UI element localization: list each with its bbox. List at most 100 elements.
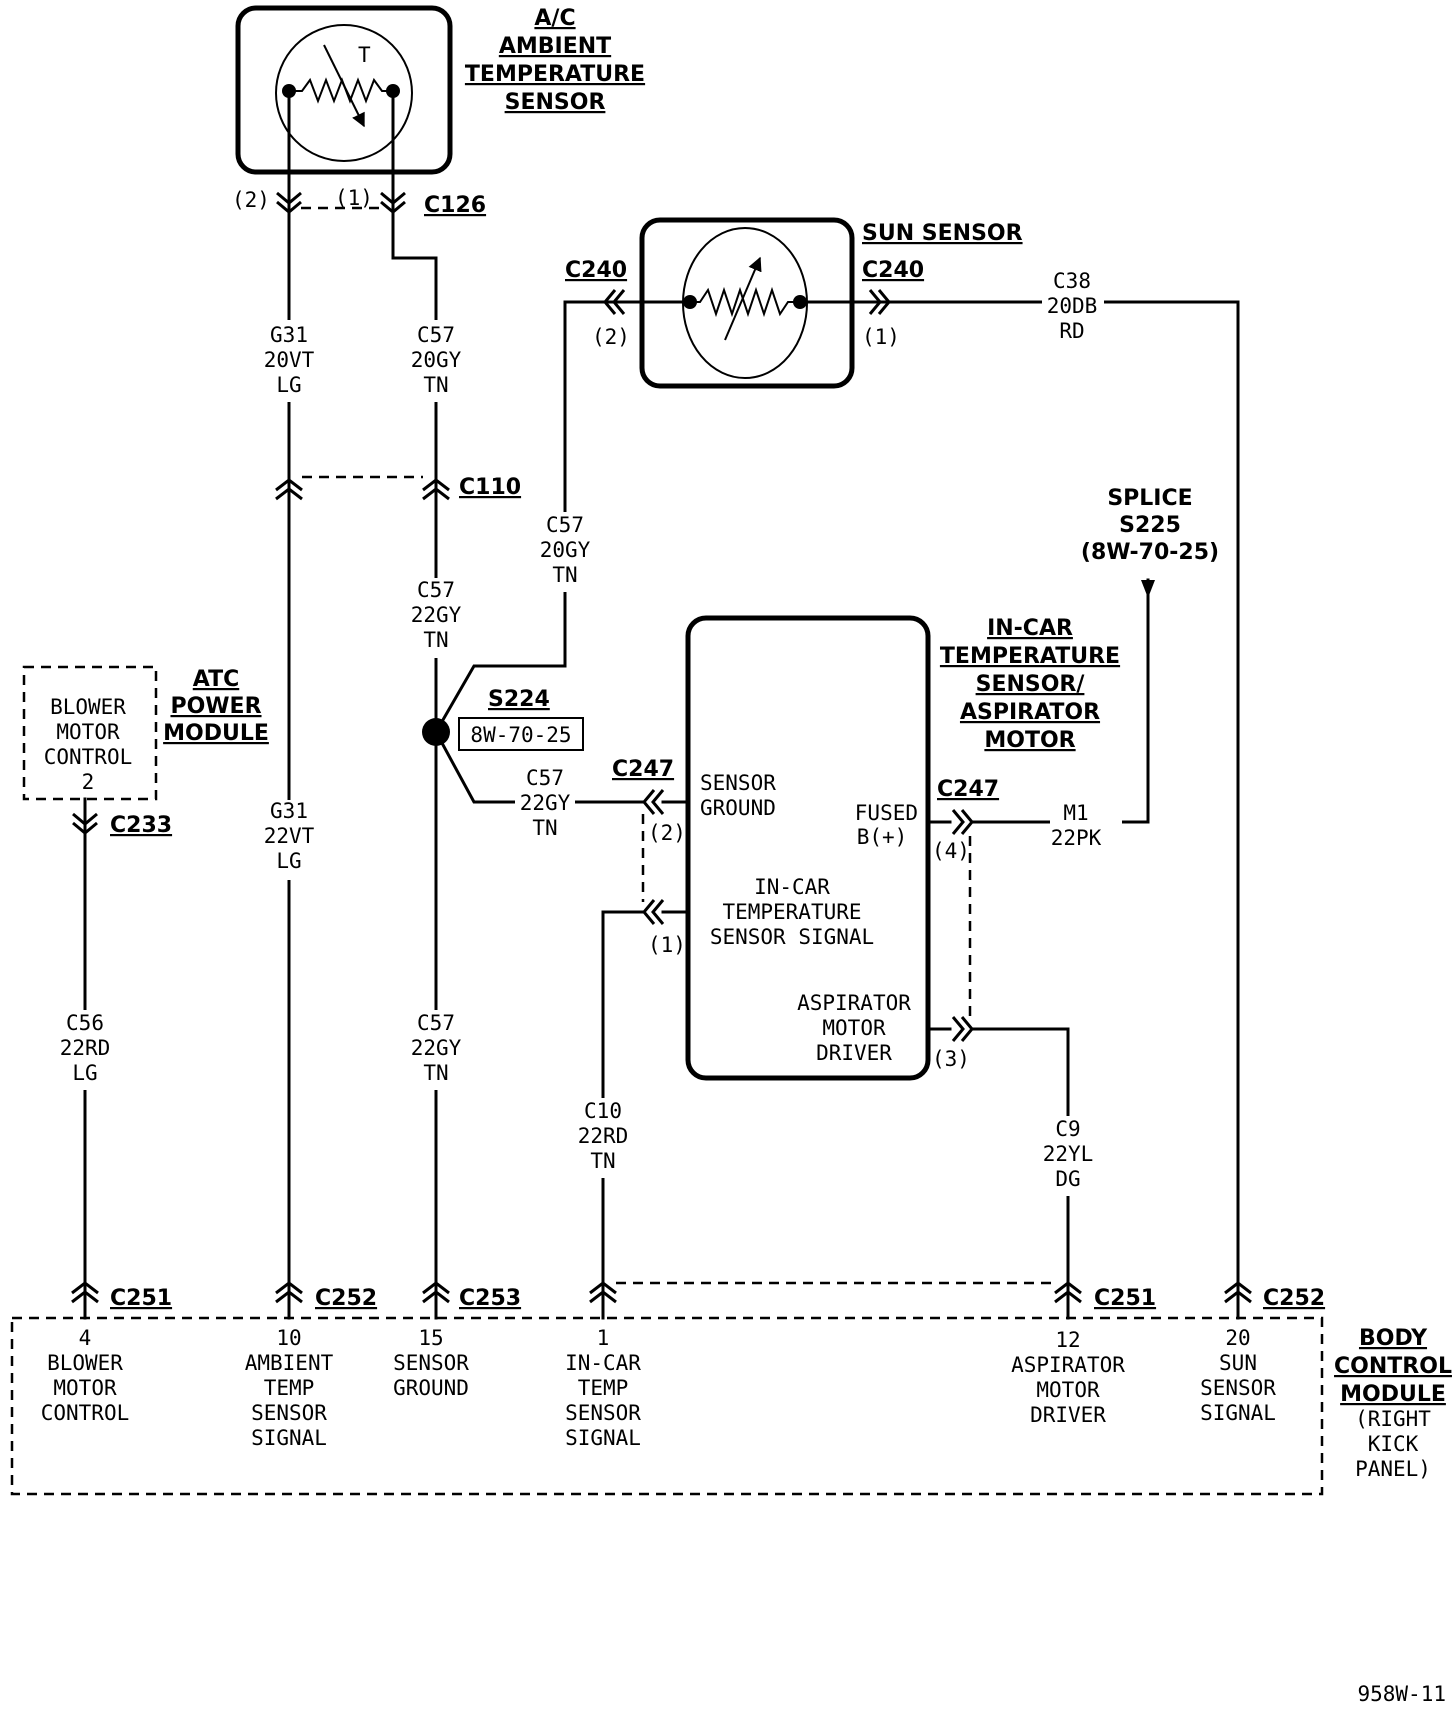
bcm-pin-1: 1 IN-CAR TEMP SENSOR SIGNAL	[565, 1326, 641, 1450]
wire-label-c57-low-gauge: 22GY	[411, 1036, 462, 1060]
wire-c57-branch	[433, 729, 645, 804]
c251-b-label: C251	[1094, 1286, 1156, 1311]
svg-text:20: 20	[1225, 1326, 1250, 1350]
thermistor-arrow-icon	[323, 44, 365, 128]
splice-s224: S224 8W-70-25	[422, 687, 645, 804]
c240-pin-2: (2)	[592, 325, 630, 349]
pin-fused-b-1: FUSED	[855, 801, 918, 825]
bcm-title-2: CONTROL	[1334, 1354, 1452, 1379]
wire-label-c38: C38	[1053, 269, 1091, 293]
svg-text:SUN: SUN	[1219, 1351, 1257, 1375]
s225-line-1: SPLICE	[1107, 486, 1192, 511]
photo-sensor-arrow-icon	[724, 256, 762, 341]
c247-right-label: C247	[937, 777, 999, 802]
wire-c9	[970, 1027, 1070, 1320]
ambient-temperature-sensor: T A/C AMBIENT TEMPERATURE SENSOR	[235, 5, 645, 175]
svg-text:SENSOR: SENSOR	[251, 1401, 327, 1425]
pin-fused-b-2: B(+)	[857, 825, 908, 849]
c110-label: C110	[459, 475, 521, 500]
c240-left-label: C240	[565, 258, 627, 283]
svg-text:DRIVER: DRIVER	[1030, 1403, 1106, 1427]
pin-aspirator-3: DRIVER	[816, 1041, 892, 1065]
wire-label-c57-mid: C57	[417, 578, 455, 602]
connector-c247-left: C247 (2) (1)	[612, 757, 690, 957]
wire-label-c56-gauge: 22RD	[60, 1036, 111, 1060]
svg-text:TEMP: TEMP	[264, 1376, 315, 1400]
connector-c110: C110	[275, 475, 521, 501]
wire-label-c57-sun-gauge: 20GY	[540, 538, 591, 562]
bcm-pin-20: 20 SUN SENSOR SIGNAL	[1200, 1326, 1276, 1425]
wire-label-c56: C56	[66, 1011, 104, 1035]
svg-text:AMBIENT: AMBIENT	[245, 1351, 334, 1375]
sun-sensor: SUN SENSOR	[563, 217, 1240, 389]
in-car-title-3: SENSOR/	[976, 672, 1086, 697]
svg-text:SIGNAL: SIGNAL	[1200, 1401, 1276, 1425]
wire-c57-sun	[433, 300, 567, 735]
bcm-pin-15: 15 SENSOR GROUND	[393, 1326, 469, 1400]
c253-label: C253	[459, 1286, 521, 1311]
c252-b-label: C252	[1263, 1286, 1325, 1311]
connector-c240-left: C240 (2)	[565, 258, 630, 349]
wire-label-c10: C10	[584, 1099, 622, 1123]
pin-aspirator-2: MOTOR	[822, 1016, 886, 1040]
c240-right-label: C240	[862, 258, 924, 283]
wire-label-c57-low-color: TN	[423, 1061, 448, 1085]
in-car-title-2: TEMPERATURE	[940, 644, 1120, 669]
c126-label: C126	[424, 193, 486, 218]
wire-label-c57-sun: C57	[546, 513, 584, 537]
blower-text-2: MOTOR	[56, 720, 120, 744]
body-control-module: 4 BLOWER MOTOR CONTROL 10 AMBIENT TEMP S…	[10, 1316, 1452, 1496]
wire-label-m1-gauge: 22PK	[1051, 826, 1102, 850]
svg-text:SENSOR: SENSOR	[1200, 1376, 1276, 1400]
svg-text:BLOWER: BLOWER	[47, 1351, 123, 1375]
svg-text:SENSOR: SENSOR	[393, 1351, 469, 1375]
wire-label-c38-color: RD	[1059, 319, 1084, 343]
connector-c252-b: C252	[1224, 1281, 1325, 1311]
svg-text:GROUND: GROUND	[393, 1376, 469, 1400]
bcm-box	[10, 1316, 1324, 1496]
pin-signal-2: TEMPERATURE	[722, 900, 861, 924]
wire-label-c57: C57	[417, 323, 455, 347]
wire-label-c57-color: TN	[423, 373, 448, 397]
c252-a-label: C252	[315, 1286, 377, 1311]
pin-sensor-ground-1: SENSOR	[700, 771, 776, 795]
wire-label-c10-gauge: 22RD	[578, 1124, 629, 1148]
c247-pin-1: (1)	[648, 933, 686, 957]
bcm-title-1: BODY	[1359, 1326, 1428, 1351]
wire-label-c9-color: DG	[1055, 1167, 1080, 1191]
in-car-title-1: IN-CAR	[987, 616, 1073, 641]
thermistor-symbol-label: T	[358, 43, 371, 67]
splice-s225: SPLICE S225 (8W-70-25)	[1081, 486, 1219, 565]
connector-c251-b: C251	[589, 1281, 1156, 1311]
blower-text-4: 2	[82, 770, 95, 794]
s224-ref: 8W-70-25	[470, 723, 571, 747]
wire-label-c38-gauge: 20DB	[1047, 294, 1098, 318]
splice-arrow-icon	[1141, 580, 1155, 598]
atc-title-2: POWER	[170, 694, 261, 719]
blower-text-3: CONTROL	[44, 745, 133, 769]
svg-text:MOTOR: MOTOR	[53, 1376, 117, 1400]
c251-a-label: C251	[110, 1286, 172, 1311]
wire-c57	[391, 89, 438, 1320]
s225-line-2: S225	[1119, 513, 1181, 538]
c247-pin-3: (3)	[932, 1047, 970, 1071]
c240-pin-1: (1)	[862, 325, 900, 349]
c247-left-label: C247	[612, 757, 674, 782]
c247-pin-4: (4)	[932, 839, 970, 863]
bcm-title-3: MODULE	[1340, 1382, 1446, 1407]
ambient-sensor-title-3: TEMPERATURE	[465, 62, 645, 87]
ambient-sensor-housing	[235, 5, 453, 175]
wire-m1	[970, 578, 1150, 824]
atc-power-module-box	[22, 665, 158, 801]
wire-label-c9: C9	[1055, 1117, 1080, 1141]
bcm-pin-4: 4 BLOWER MOTOR CONTROL	[41, 1326, 130, 1425]
resistor-zigzag-icon	[690, 286, 800, 318]
c247-pin-2: (2)	[648, 821, 686, 845]
wire-label-c57-branch: C57	[526, 766, 564, 790]
bcm-sub-1: (RIGHT	[1355, 1407, 1431, 1431]
wire-label-g31-color: LG	[276, 373, 301, 397]
wire-label-g31-low-gauge: 22VT	[264, 824, 315, 848]
svg-text:1: 1	[597, 1326, 610, 1350]
bcm-pin-12: 12 ASPIRATOR MOTOR DRIVER	[1011, 1328, 1125, 1427]
wire-label-c57-sun-color: TN	[552, 563, 577, 587]
